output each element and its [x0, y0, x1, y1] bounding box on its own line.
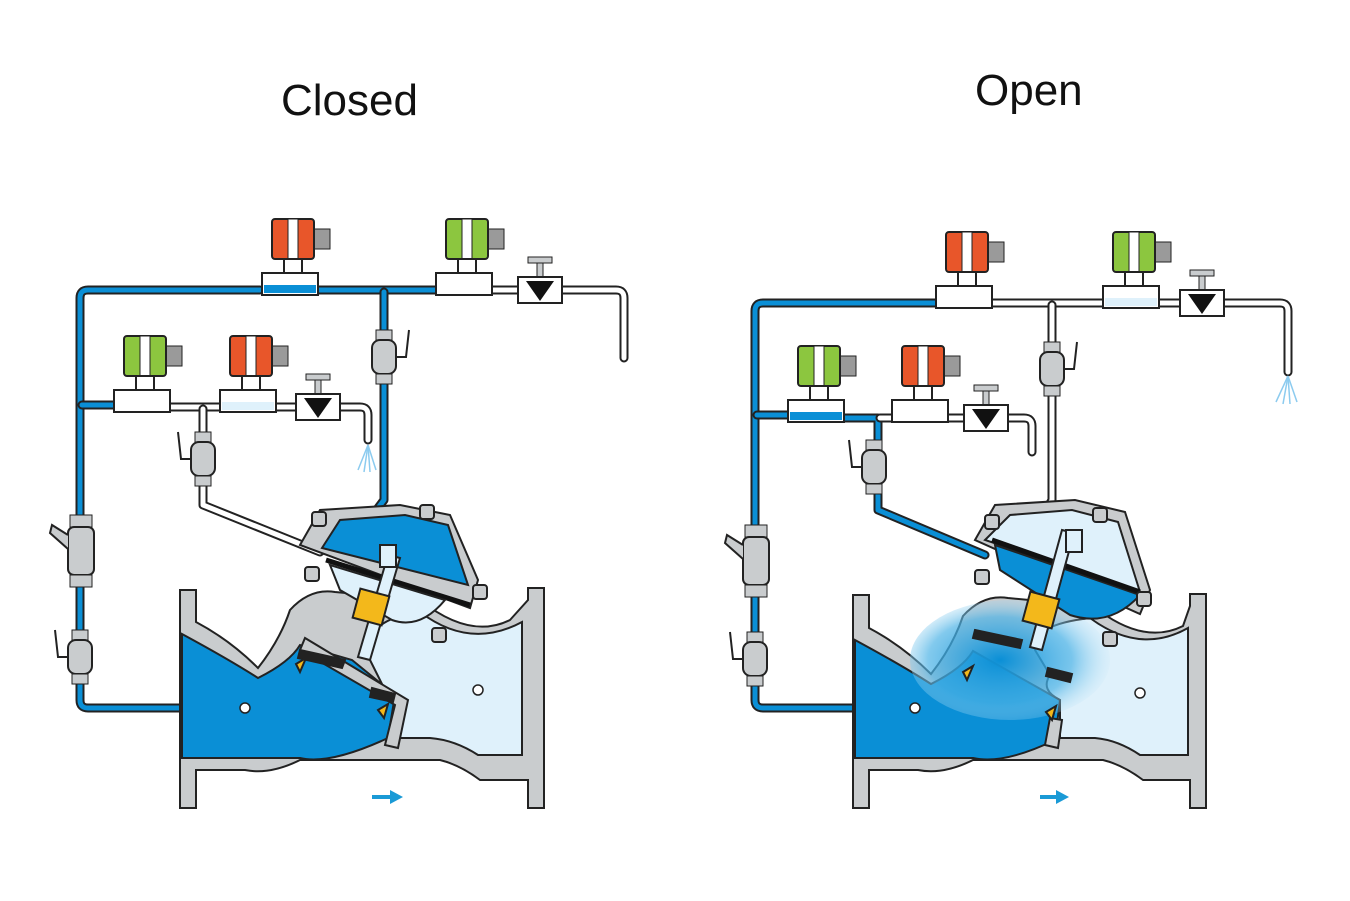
solenoid-valve-icon: [219, 335, 289, 413]
ball-valve-icon: [54, 629, 93, 685]
spray-icon: [1275, 375, 1298, 405]
closed-title: Closed: [281, 76, 418, 125]
closed-main-valve: [179, 587, 545, 809]
solenoid-valve-icon: [787, 345, 857, 423]
ball-valve-icon: [729, 631, 768, 687]
needle-valve-icon: [295, 373, 341, 421]
ball-valve-icon: [371, 329, 410, 385]
ball-valve-icon: [1039, 341, 1078, 397]
solenoid-valve-icon: [1102, 231, 1172, 309]
needle-valve-icon: [1179, 269, 1225, 317]
solenoid-valve-icon: [113, 335, 183, 413]
flow-arrow-icon: [1040, 790, 1069, 804]
closed-bolts: [304, 504, 488, 643]
needle-valve-icon: [963, 384, 1009, 432]
solenoid-valve-icon: [435, 218, 505, 296]
y-strainer-icon: [48, 514, 95, 588]
closed-bonnet: [294, 503, 480, 721]
closed-panel: [48, 218, 629, 809]
open-title: Open: [975, 66, 1083, 115]
needle-valve-icon: [517, 256, 563, 304]
y-strainer-icon: [723, 524, 770, 598]
solenoid-valve-icon: [891, 345, 961, 423]
solenoid-valve-icon: [261, 218, 331, 296]
ball-valve-icon: [848, 439, 887, 495]
open-bolts: [974, 507, 1152, 647]
ball-valve-icon: [177, 431, 216, 487]
solenoid-valve-icon: [935, 231, 1005, 309]
open-bonnet: [961, 498, 1152, 723]
spray-icon: [357, 444, 377, 473]
open-panel: [723, 231, 1298, 809]
open-main-valve: [852, 593, 1207, 809]
flow-arrow-icon: [372, 790, 403, 804]
